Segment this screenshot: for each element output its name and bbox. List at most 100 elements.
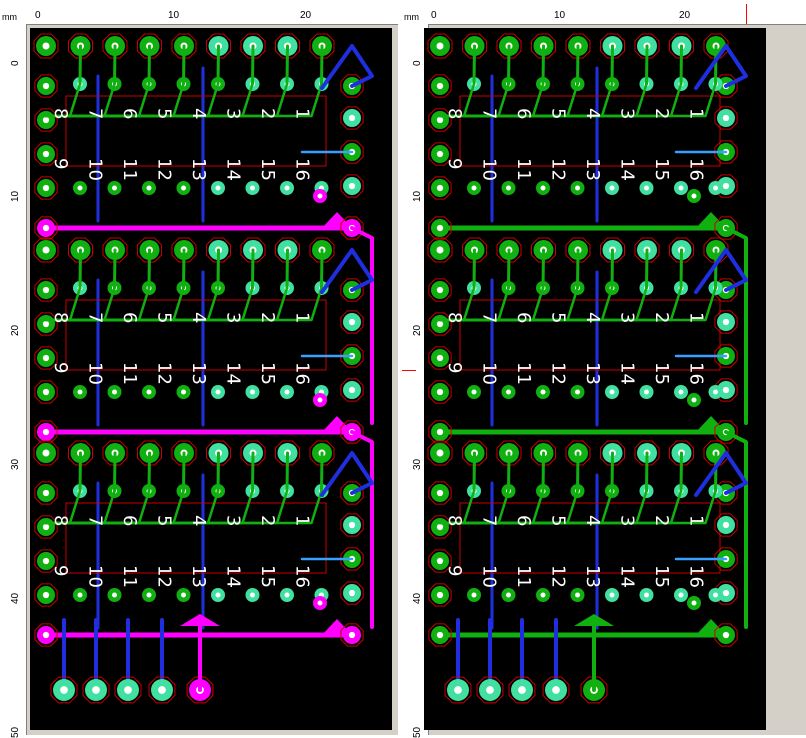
header-pad-outline [274,33,301,59]
header-pad-outline [530,440,557,466]
bus-pad-outline [714,420,738,444]
left-pad-drill [42,184,50,192]
trace-top [541,451,545,493]
chip-outline [459,95,721,167]
chip-pin-bottom-drill [215,389,221,395]
chip-pin-bottom-drill [215,592,221,598]
pin-label-top: 5 [548,108,569,119]
connector-pad-drill [518,686,526,694]
left-pad-drill [42,557,50,565]
left-pad-outline [428,176,452,200]
left-pad-outline [428,142,452,166]
pin-label-bottom: 15 [257,565,278,588]
trace-top [113,248,117,290]
pin-label-top: 4 [188,312,209,323]
pin-label-top: 1 [292,515,313,526]
pin-label-top: 4 [582,515,603,526]
connector-pad-outline [50,676,78,704]
pin-label-bottom: 16 [292,362,313,385]
header-pad-outline [205,237,232,263]
side-pad-outline [340,278,364,302]
trace-top [44,489,323,525]
pin-label-bottom: 16 [686,158,707,181]
top-ruler-left: mm 0 10 20 [0,0,398,25]
header-pad-outline [33,440,59,466]
pin-label-bottom: 13 [188,565,209,588]
chip-outline [65,95,327,167]
power-riser [724,226,748,425]
connector-pad-outline [444,676,472,704]
header-pad-outline [33,237,59,263]
trace-top [320,451,324,493]
chip-pin-bottom-drill [678,185,684,191]
header-pad-drill [436,449,444,457]
left-pad-drill [42,320,50,328]
pin-label-top: 1 [292,312,313,323]
chip-pin-bottom-drill [540,592,546,598]
trace-top [320,248,324,290]
header-pad-outline [427,33,453,59]
pin-label-bottom: 12 [154,158,175,181]
chip-pin-bottom-drill [609,592,615,598]
trace-top [576,248,580,290]
header-pad-outline [530,33,557,59]
header-pad-outline [33,33,59,59]
pin-label-bottom: 10 [479,362,500,385]
chip-pin-bottom-drill [506,592,511,598]
bus-pad-outline [34,420,58,444]
trace-top [679,248,683,290]
chip-pin-bottom-drill [250,389,255,395]
side-pad-outline [340,106,364,130]
pin-label-bottom: 15 [651,362,672,385]
pin-label-top: 5 [548,515,569,526]
pin-label-bottom: 13 [188,158,209,181]
left-pad-drill [436,184,444,192]
pin-label-bottom: 11 [119,362,140,385]
trace-top [714,248,718,290]
trace-top [147,44,151,86]
header-pad-outline [309,33,335,59]
pin-label-bottom: 11 [513,362,534,385]
pin-label-top: 8 [50,108,71,119]
header-pad-outline [171,237,197,263]
header-pad-outline [461,33,488,59]
pin-label-top: 8 [444,108,465,119]
left-pad-drill [436,591,444,599]
side-pad-drill [348,386,356,394]
trace-top [541,44,545,86]
chip-pin-bottom-drill [713,592,718,598]
trace-top [645,248,649,290]
trace-top [438,286,717,322]
pin-label-top: 3 [617,515,638,526]
connector-pad-outline [476,676,504,704]
left-pad-outline [34,176,58,200]
trace-bottom [694,44,748,90]
left-pad-outline [34,312,58,336]
pin-label-top: 5 [154,515,175,526]
header-pad-outline [102,237,128,263]
trace-top [507,248,511,290]
side-pad-outline [340,174,364,198]
chip-pin-bottom-drill [250,592,255,598]
ruler-left-label-30: 30 [412,458,423,470]
chip-pin-bottom-drill [146,389,152,395]
side-pad-drill [722,182,730,190]
pin-label-top: 6 [513,108,534,119]
header-pad-outline [461,440,488,466]
header-pad-outline [599,33,626,59]
side-pad-drill [722,386,730,394]
chip-pin-bottom-drill [678,389,684,395]
pin-label-top: 6 [119,312,140,323]
pin-label-bottom: 14 [223,362,244,385]
left-pad-drill [436,82,444,90]
pin-label-top: 3 [223,312,244,323]
pin-label-bottom: 13 [582,565,603,588]
chip-pin-bottom-drill [284,592,290,598]
left-pad-outline [34,515,58,539]
